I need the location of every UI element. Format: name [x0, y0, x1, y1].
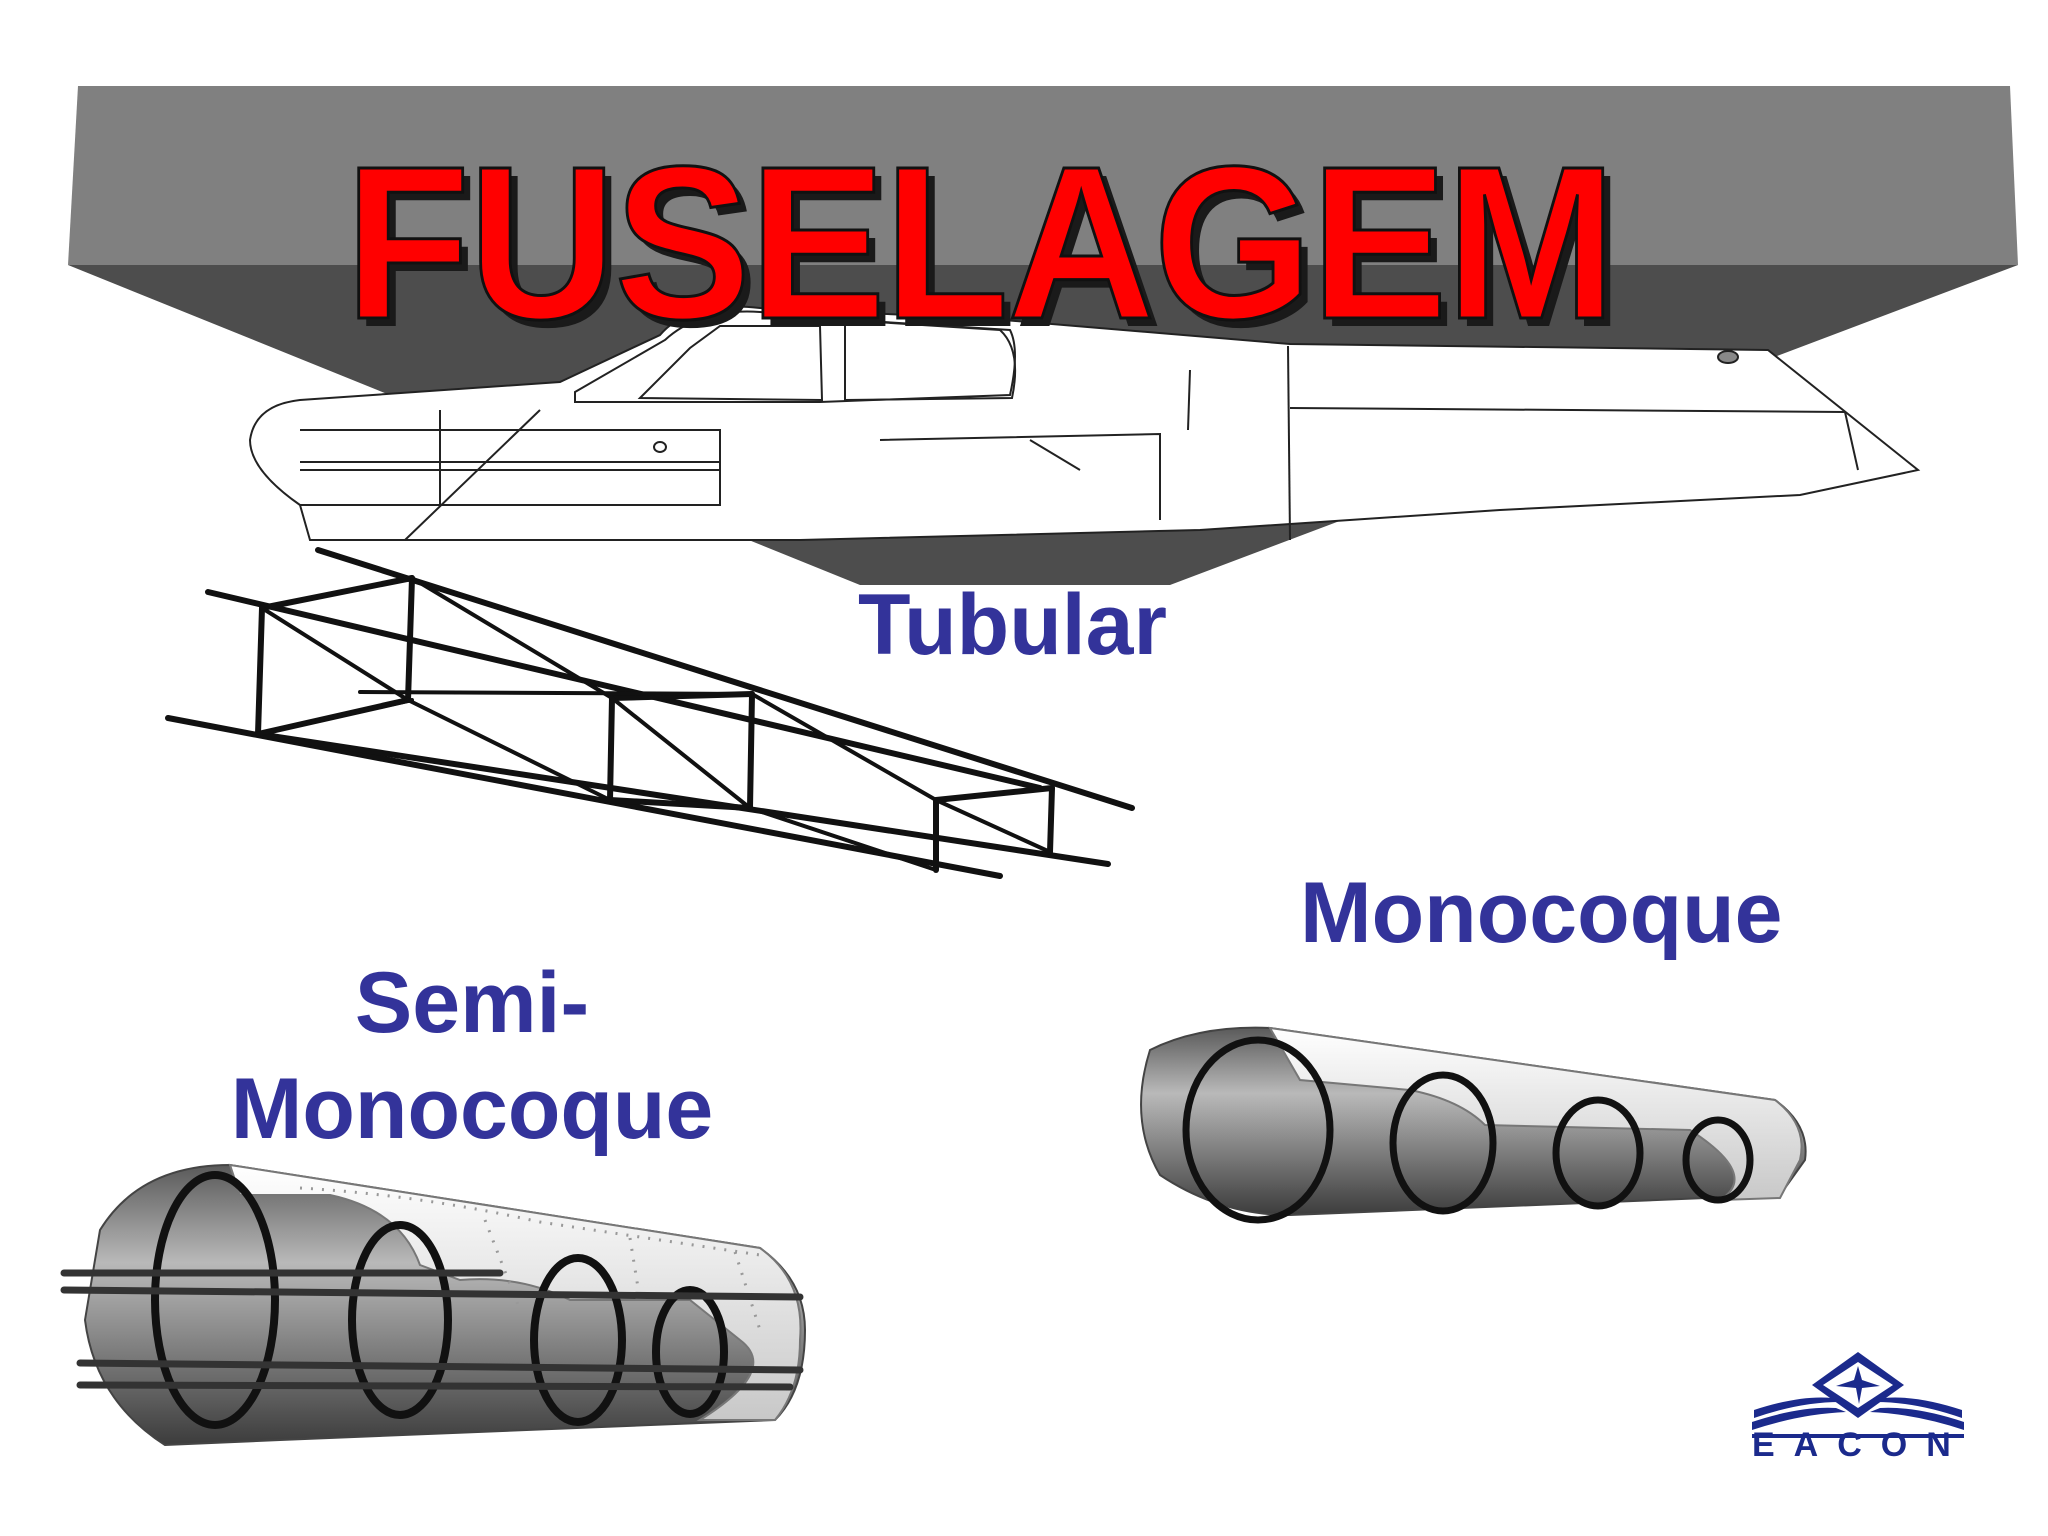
logo-text: EACON — [1752, 1426, 1970, 1464]
eacon-logo-icon — [1752, 1352, 1964, 1438]
monocoque-shell-icon — [1140, 1026, 1807, 1224]
semi-monocoque-label: Semi- Monocoque — [212, 950, 732, 1162]
truss-frame-icon — [165, 547, 1135, 879]
monocoque-label: Monocoque — [1300, 865, 1783, 961]
page-title: FUSELAGEM — [344, 122, 1618, 365]
tubular-label: Tubular — [858, 577, 1167, 673]
semi-monocoque-label-line: Semi- — [354, 955, 590, 1051]
semi-monocoque-shell-icon — [60, 1163, 807, 1447]
airplane-outline-icon — [248, 305, 1921, 541]
semi-monocoque-label-line: Monocoque — [230, 1061, 714, 1157]
